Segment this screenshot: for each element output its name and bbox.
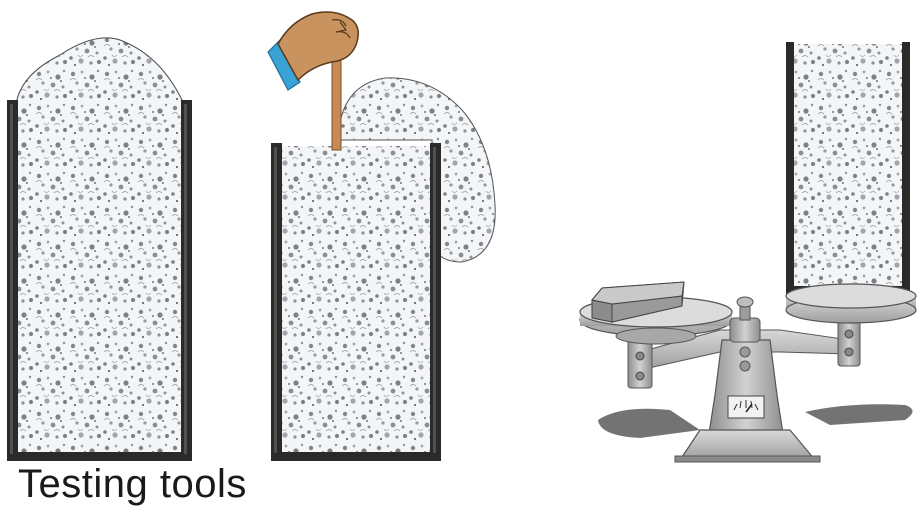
balance-scale-icon: [580, 42, 916, 462]
container-right-wall: [902, 42, 910, 294]
overfilled-container: [7, 38, 192, 461]
container-bottom: [271, 452, 441, 461]
container-bottom: [7, 452, 192, 461]
hand-icon: [268, 12, 358, 90]
caption-testing-tools: Testing tools: [18, 462, 247, 507]
rodding-container: [268, 12, 495, 461]
concrete-fill: [281, 146, 432, 456]
measure-container: [786, 42, 910, 294]
scale-dial-icon: [728, 396, 764, 418]
concrete-mound: [16, 38, 182, 456]
container-left-wall: [786, 42, 794, 294]
concrete-fill: [793, 44, 903, 290]
